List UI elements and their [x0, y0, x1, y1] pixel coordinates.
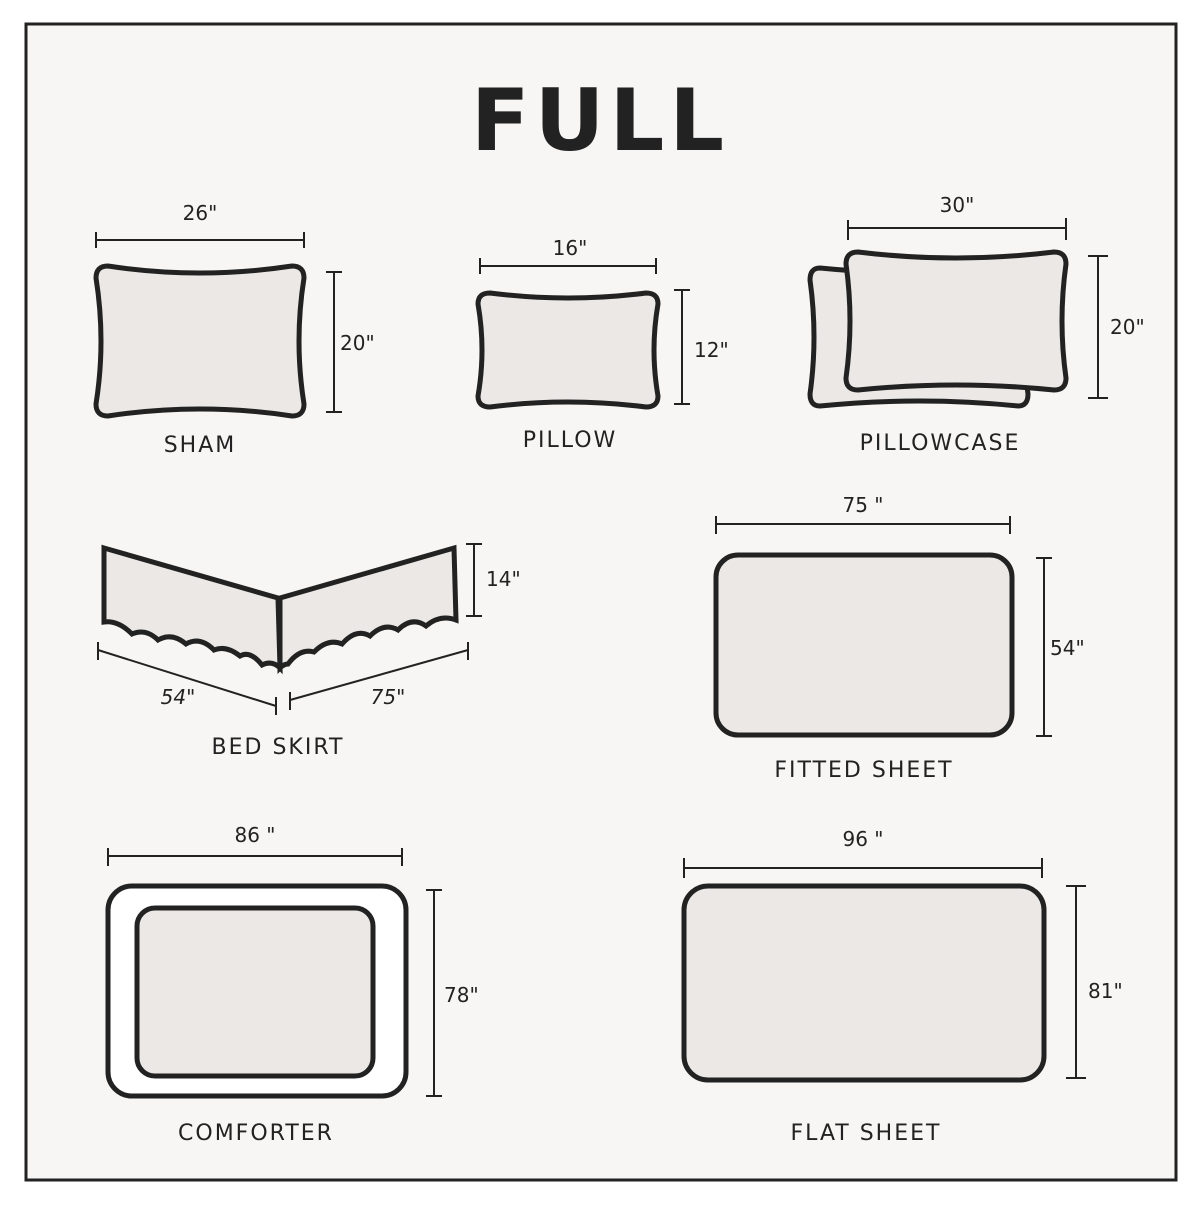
fitted-sheet-width-dimension: [715, 516, 1011, 534]
sham-width-label: 26": [183, 201, 218, 225]
bed-skirt-side-a-dimension: [97, 642, 277, 715]
bed-skirt-group: 54" 75" 14" BED SKIRT: [97, 543, 521, 760]
comforter-label: COMFORTER: [178, 1121, 334, 1146]
comforter-height-dimension: [426, 889, 442, 1097]
pillow-height-label: 12": [694, 338, 729, 362]
pillowcase-label: PILLOWCASE: [860, 431, 1021, 456]
bed-skirt-side-b-label: 75": [371, 685, 406, 709]
fitted-sheet-height-label: 54": [1050, 636, 1085, 660]
comforter-group: 86 " 78" COMFORTER: [105, 823, 479, 1146]
comforter-width-dimension: [107, 848, 403, 866]
sham-height-label: 20": [340, 331, 375, 355]
bed-skirt-left-panel: [101, 544, 283, 675]
bed-skirt-drop-label: 14": [486, 567, 521, 591]
flat-sheet-width-label: 96 ": [842, 827, 883, 851]
bed-skirt-right-panel: [277, 544, 459, 675]
sham-shape: [93, 263, 307, 419]
pillow-group: 16" 12" PILLOW: [475, 236, 729, 453]
sham-group: 26" 20" SHAM: [93, 201, 375, 458]
bed-skirt-drop-dimension: [466, 543, 482, 617]
comforter-height-label: 78": [444, 983, 479, 1007]
bed-skirt-label: BED SKIRT: [212, 735, 345, 760]
pillow-width-label: 16": [553, 236, 588, 260]
fitted-sheet-group: 75 " 54" FITTED SHEET: [713, 493, 1085, 783]
fitted-sheet-width-label: 75 ": [842, 493, 883, 517]
flat-sheet-label: FLAT SHEET: [791, 1121, 942, 1146]
comforter-width-label: 86 ": [234, 823, 275, 847]
comforter-inner-shape: [134, 905, 376, 1079]
flat-sheet-width-dimension: [683, 858, 1043, 878]
pillowcase-height-label: 20": [1110, 315, 1145, 339]
pillow-shape: [475, 290, 661, 410]
pillowcase-width-dimension: [847, 218, 1067, 240]
fitted-sheet-label: FITTED SHEET: [774, 758, 953, 783]
sham-height-dimension: [326, 271, 342, 413]
pillowcase-width-label: 30": [940, 193, 975, 217]
fitted-sheet-height-dimension: [1036, 557, 1052, 737]
bed-skirt-side-a-label: 54": [161, 685, 196, 709]
fitted-sheet-shape: [713, 552, 1015, 738]
flat-sheet-height-label: 81": [1088, 979, 1123, 1003]
pillowcase-group: 30" 20" PILLOWCASE: [807, 193, 1145, 456]
pillow-width-dimension: [479, 258, 657, 274]
bed-skirt-side-b-dimension: [289, 642, 469, 710]
pillowcase-height-dimension: [1088, 255, 1108, 399]
flat-sheet-group: 96 " 81" FLAT SHEET: [681, 827, 1123, 1146]
flat-sheet-height-dimension: [1066, 885, 1086, 1079]
sham-label: SHAM: [164, 433, 237, 458]
sham-width-dimension: [95, 232, 305, 248]
pillowcase-front-shape: [843, 249, 1069, 393]
page-title: FULL: [471, 71, 729, 171]
pillow-height-dimension: [674, 289, 690, 405]
pillow-label: PILLOW: [523, 428, 618, 453]
flat-sheet-shape: [681, 883, 1047, 1083]
